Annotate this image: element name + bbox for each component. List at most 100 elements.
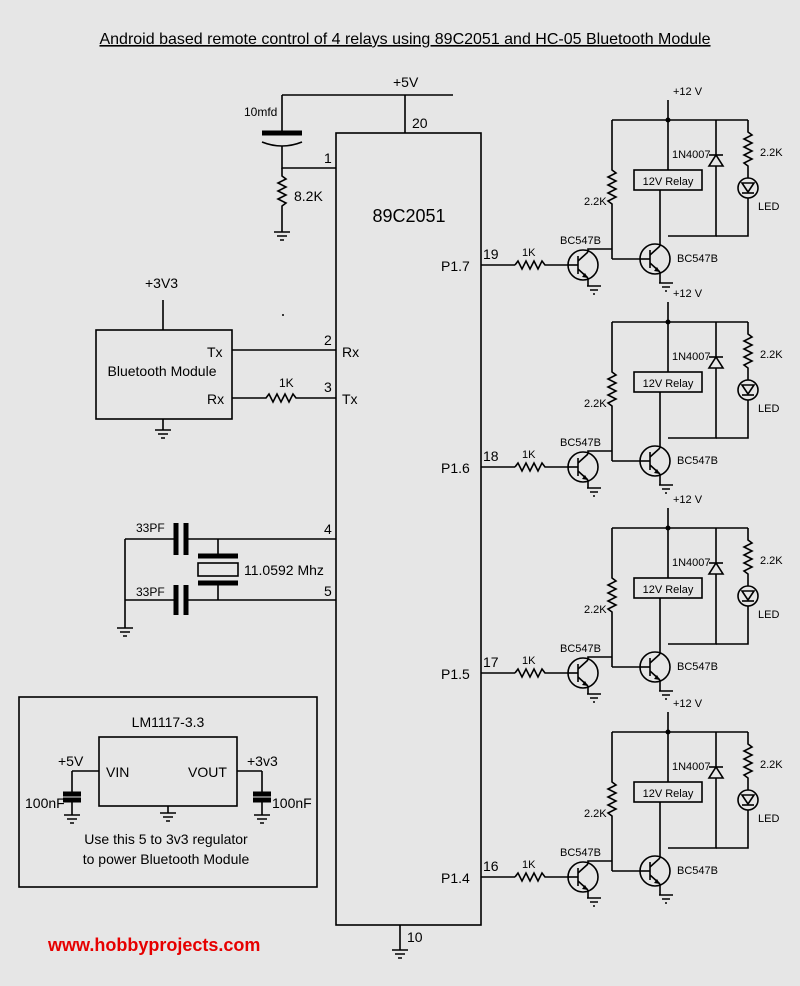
led-resistor-label: 2.2K (760, 759, 783, 771)
diode-label: 1N4007 (672, 557, 711, 569)
relay-label: 12V Relay (643, 788, 694, 800)
ground-icon (392, 949, 408, 959)
diode-label: 1N4007 (672, 761, 711, 773)
reset-circuit: 10mfd 1 8.2K (244, 94, 358, 241)
relay-coil (633, 371, 703, 393)
ground-icon (587, 693, 601, 703)
relay-coil (633, 577, 703, 599)
website-url: www.hobbyprojects.com (47, 935, 260, 955)
relay-label: 12V Relay (643, 176, 694, 188)
switch-transistor-label: BC547B (677, 455, 718, 467)
ground-icon (659, 894, 673, 904)
pin-10: 10 (407, 929, 423, 945)
crystal-freq: 11.0592 Mhz (244, 562, 324, 578)
port-label: P1.4 (441, 870, 470, 886)
regulator-vin: VIN (106, 764, 129, 780)
pin-20: 20 (412, 115, 428, 131)
driver-transistor-label: BC547B (560, 437, 601, 449)
pullup-resistor-label: 2.2K (584, 604, 607, 616)
pin-2: 2 (324, 332, 332, 348)
crystal-oscillator: 33PF 33PF 11.0592 Mhz 4 5 (117, 521, 336, 637)
regulator-note-line-2: to power Bluetooth Module (83, 851, 250, 867)
relay-coil (633, 781, 703, 803)
supply-label: +12 V (673, 698, 703, 710)
mcu-rx-label: Rx (342, 344, 359, 360)
driver-transistor-label: BC547B (560, 235, 601, 247)
crystal-body (197, 562, 239, 577)
led-resistor-label: 2.2K (760, 147, 783, 159)
driver-transistor (567, 249, 599, 281)
xtal-cap1-label: 33PF (136, 521, 165, 535)
regulator-frame (18, 696, 318, 888)
relay-label: 12V Relay (643, 378, 694, 390)
reset-cap-label: 10mfd (244, 105, 277, 119)
driver-transistor (567, 657, 599, 689)
ground-icon (659, 484, 673, 494)
pin-3: 3 (324, 379, 332, 395)
ground-icon (160, 812, 176, 822)
regulator-note: LM1117-3.3 VIN VOUT +5V +3v3 100nF 100nF… (18, 696, 318, 888)
ground-icon (587, 897, 601, 907)
pin-number: 18 (483, 448, 499, 464)
reg-out-supply: +3v3 (247, 753, 278, 769)
regulator-note-line-1: Use this 5 to 3v3 regulator (84, 831, 248, 847)
pin-4: 4 (324, 521, 332, 537)
diode-label: 1N4007 (672, 351, 711, 363)
bt-res-label: 1K (279, 376, 294, 390)
led-label: LED (758, 403, 779, 415)
bluetooth-body (95, 329, 233, 420)
ground-icon (587, 487, 601, 497)
reset-res-label: 8.2K (294, 188, 323, 204)
pullup-resistor-label: 2.2K (584, 196, 607, 208)
switch-transistor-label: BC547B (677, 253, 718, 265)
pin-number: 17 (483, 654, 499, 670)
switch-transistor (639, 243, 671, 275)
bt-rx-wire (232, 392, 336, 404)
relay-coil (633, 169, 703, 191)
reg-in-supply: +5V (58, 753, 84, 769)
base-resistor-label: 1K (522, 859, 536, 871)
reset-resistor (276, 168, 288, 232)
mcu-name: 89C2051 (372, 206, 445, 226)
supply-label: +12 V (673, 288, 703, 300)
base-resistor-label: 1K (522, 655, 536, 667)
bt-tx-label: Tx (207, 344, 223, 360)
supply-label: +12 V (673, 494, 703, 506)
ground-icon (254, 814, 270, 824)
regulator-vout: VOUT (188, 764, 227, 780)
base-resistor-label: 1K (522, 449, 536, 461)
pullup-resistor-label: 2.2K (584, 398, 607, 410)
bt-supply-label: +3V3 (145, 275, 178, 291)
vcc-label: +5V (393, 74, 419, 90)
regulator-name: LM1117-3.3 (132, 714, 205, 730)
switch-transistor-label: BC547B (677, 661, 718, 673)
led-resistor-label: 2.2K (760, 555, 783, 567)
driver-transistor-label: BC547B (560, 847, 601, 859)
ground-icon (155, 429, 171, 439)
base-resistor-label: 1K (522, 247, 536, 259)
diode-label: 1N4007 (672, 149, 711, 161)
pin-number: 16 (483, 858, 499, 874)
bluetooth-module: Bluetooth Module Tx Rx +3V3 2 Rx 1K 3 Tx (95, 275, 359, 439)
stray-dot (282, 314, 284, 316)
relay-label: 12V Relay (643, 584, 694, 596)
reg-cap-out: 100nF (272, 795, 312, 811)
ground-icon (587, 285, 601, 295)
supply-label: +12 V (673, 86, 703, 98)
driver-transistor (567, 451, 599, 483)
diagram-title: Android based remote control of 4 relays… (99, 31, 710, 48)
mcu-89c2051: 89C2051 +5V 20 10 (335, 74, 482, 959)
driver-transistor-label: BC547B (560, 643, 601, 655)
ground-icon (117, 627, 133, 637)
pin-5: 5 (324, 583, 332, 599)
pin-1: 1 (324, 150, 332, 166)
pullup-resistor-label: 2.2K (584, 808, 607, 820)
ground-icon (659, 282, 673, 292)
bt-rx-label: Rx (207, 391, 224, 407)
switch-transistor (639, 651, 671, 683)
xtal-cap2-label: 33PF (136, 585, 165, 599)
